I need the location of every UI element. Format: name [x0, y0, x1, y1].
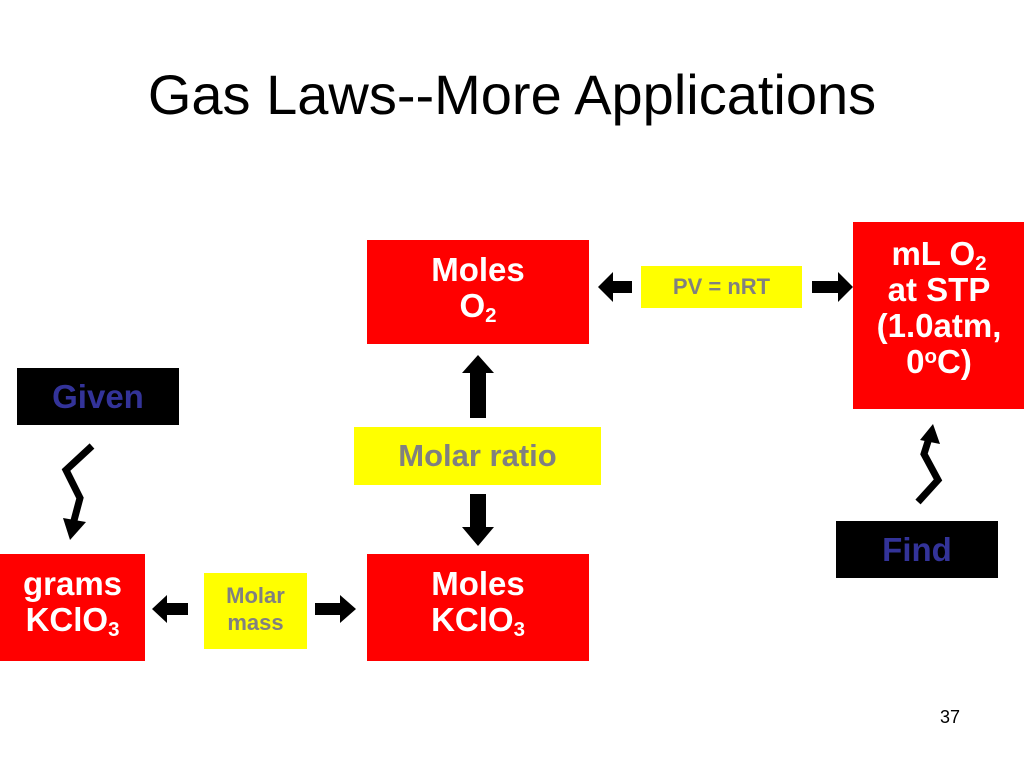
- arrow-up-molar-ratio-icon: [462, 355, 494, 418]
- ml-o2-line2: at STP: [887, 271, 991, 308]
- moles-o2-line1: Moles: [431, 251, 525, 288]
- arrow-left-molar-mass-icon: [152, 595, 188, 623]
- arrow-right-molar-mass-icon: [315, 595, 356, 623]
- arrow-left-pv-icon: [598, 272, 632, 302]
- find-box: Find: [836, 521, 998, 578]
- molar-ratio-label: Molar ratio: [354, 427, 601, 485]
- slide-number: 37: [939, 707, 961, 727]
- curvy-arrow-given-icon: [61, 443, 95, 540]
- moles-o2-line2: O2: [459, 287, 497, 327]
- curvy-arrow-find-icon: [915, 424, 943, 505]
- slide-title: Gas Laws--More Applications: [147, 63, 877, 126]
- molar-mass-label: Molar mass: [204, 573, 307, 649]
- moles-kclo3-box: Moles KClO3: [367, 554, 589, 661]
- ml-o2-line4: 0oC): [906, 343, 972, 380]
- ml-o2-stp-box: mL O2 at STP (1.0atm, 0oC): [853, 222, 1024, 409]
- grams-kclo3-line1: grams: [22, 565, 123, 602]
- moles-kclo3-line1: Moles: [431, 565, 525, 602]
- molar-mass-line1: Molar: [226, 583, 285, 608]
- ml-o2-line3: (1.0atm,: [876, 307, 1002, 344]
- moles-kclo3-line2: KClO3: [431, 601, 525, 641]
- given-box: Given: [17, 368, 179, 425]
- molar-mass-line2: mass: [227, 610, 284, 635]
- grams-kclo3-box: grams KClO3: [0, 554, 145, 661]
- ml-o2-line1: mL O2: [891, 235, 987, 275]
- arrow-right-pv-icon: [812, 272, 853, 302]
- grams-kclo3-line2: KClO3: [25, 601, 120, 641]
- moles-o2-box: Moles O2: [367, 240, 589, 344]
- pv-nrt-label: PV = nRT: [641, 266, 802, 308]
- arrow-down-molar-ratio-icon: [462, 494, 494, 546]
